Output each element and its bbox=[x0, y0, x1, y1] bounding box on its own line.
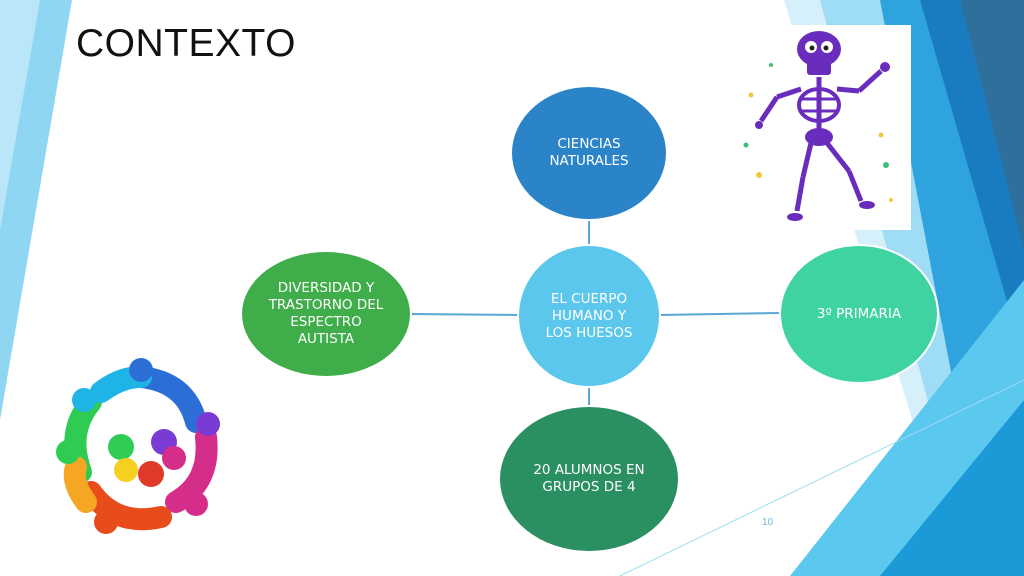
slide-title: CONTEXTO bbox=[76, 22, 296, 65]
teamwork-illustration bbox=[46, 352, 236, 546]
diagram-node-primaria: 3º PRIMARIA bbox=[779, 244, 939, 384]
node-label: 20 ALUMNOS EN GRUPOS DE 4 bbox=[533, 462, 645, 495]
skeleton-illustration bbox=[731, 25, 911, 230]
slide-number: 10 bbox=[762, 517, 774, 528]
node-label: 3º PRIMARIA bbox=[816, 305, 902, 322]
diagram-node-alumnos: 20 ALUMNOS EN GRUPOS DE 4 bbox=[498, 405, 680, 553]
node-label: DIVERSIDAD Y TRASTORNO DEL ESPECTRO AUTI… bbox=[268, 280, 384, 347]
diagram-node-center-topic: EL CUERPO HUMANO Y LOS HUESOS bbox=[517, 244, 661, 388]
node-label: CIENCIAS NATURALES bbox=[549, 136, 629, 169]
diagram-node-ciencias-naturales: CIENCIAS NATURALES bbox=[510, 85, 668, 221]
node-label: EL CUERPO HUMANO Y LOS HUESOS bbox=[545, 290, 633, 341]
diagram-node-diversidad-tea: DIVERSIDAD Y TRASTORNO DEL ESPECTRO AUTI… bbox=[240, 250, 412, 378]
